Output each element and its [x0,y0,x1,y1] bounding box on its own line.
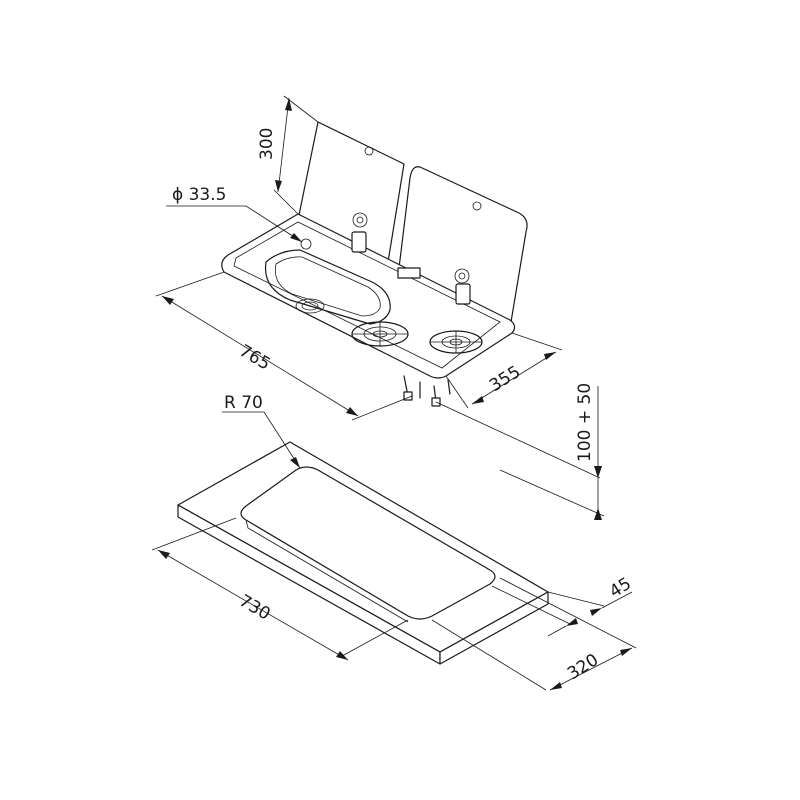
hole-diameter-label: ϕ 33.5 [172,185,226,205]
tray-inner-rim [233,221,501,369]
dim-clearance: 100 + 50 [435,383,605,520]
burner-right [429,330,483,354]
depth-label: 355 [486,362,524,396]
lid-clip [397,267,421,279]
dim-lid-height: 300 [257,95,319,215]
dim-hole-diameter: ϕ 33.5 [166,185,303,243]
corner-radius-label: R 70 [224,393,263,413]
cutout-length-label: 730 [236,591,274,625]
cutout-width-label: 320 [564,650,602,684]
cutout-opening [240,466,496,620]
hinge-right [454,268,471,305]
burner-left [351,321,409,347]
gas-connectors [403,375,451,407]
hinge-left [351,212,368,253]
tap-hole [300,238,312,250]
tray-rim [221,213,516,379]
sink-hob-unit [221,121,528,407]
dim-corner-radius: R 70 [222,393,301,469]
board-edge-label: 45 [606,574,635,602]
lid-height-label: 300 [257,128,277,160]
cutout-board [177,441,549,665]
length-label: 765 [236,341,274,375]
sink-basin [264,249,391,325]
clearance-label: 100 + 50 [575,383,595,462]
